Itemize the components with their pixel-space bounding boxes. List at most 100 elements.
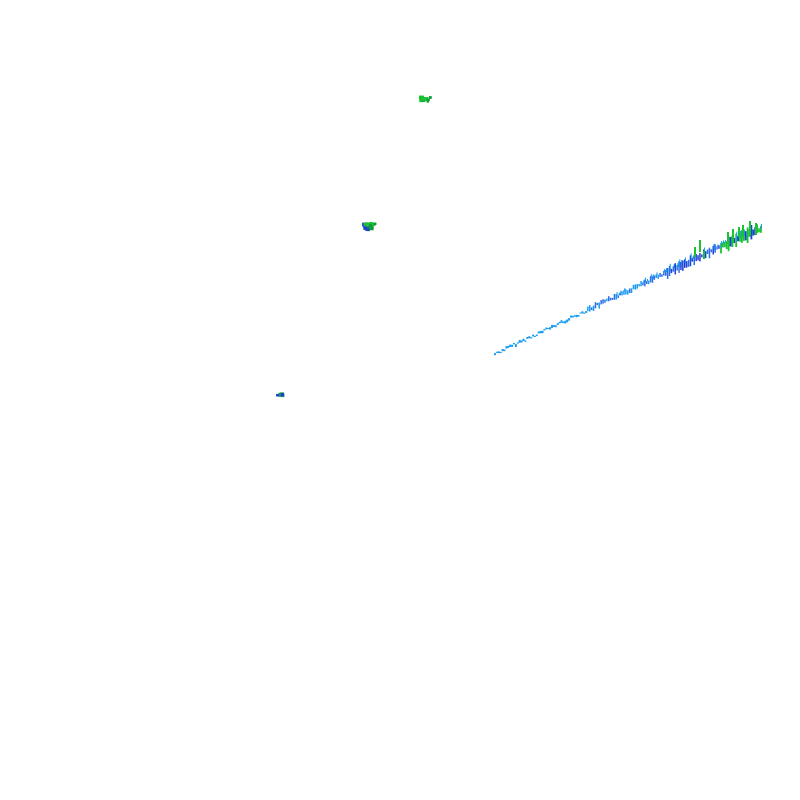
track-hit (685, 261, 688, 268)
particle-track (494, 221, 762, 356)
track-hit (649, 276, 652, 283)
track-hit (672, 266, 675, 272)
track-hit (725, 241, 728, 250)
track-hit (543, 329, 546, 331)
track-hit (735, 233, 738, 247)
track-hit (695, 254, 697, 262)
track-hit (755, 223, 757, 235)
cluster-hit (363, 222, 368, 227)
track-hit (746, 227, 749, 243)
track-hit (564, 320, 567, 324)
track-hit (592, 305, 595, 312)
track-hit (497, 351, 500, 354)
track-hit (589, 305, 591, 312)
track-hit (640, 281, 642, 287)
track-hit (684, 259, 686, 268)
cluster-hit (363, 225, 367, 230)
track-hit (634, 284, 637, 290)
track-hit (756, 224, 758, 233)
track-hit (678, 261, 680, 273)
track-hit (551, 325, 553, 328)
hit-cluster-top (419, 95, 432, 103)
track-hit (617, 295, 619, 298)
track-hit (511, 344, 514, 347)
track-hit (616, 292, 618, 296)
track-hit (606, 298, 608, 302)
cluster-hit (369, 224, 373, 227)
cluster-hit (371, 226, 374, 231)
track-hit (749, 221, 751, 235)
track-hit (636, 284, 638, 289)
track-hit (611, 297, 614, 300)
track-hit (663, 270, 665, 276)
track-hit (545, 327, 548, 330)
track-hit (752, 229, 755, 236)
track-hit (721, 241, 723, 249)
track-hit (552, 325, 555, 327)
track-hit (760, 225, 762, 233)
track-hit (499, 351, 502, 354)
track-hit (681, 260, 683, 266)
track-hit (579, 312, 582, 314)
track-hit (624, 288, 626, 292)
track-hit (623, 290, 625, 295)
track-hit (694, 247, 696, 257)
track-hit (710, 249, 713, 253)
track-hit (520, 340, 523, 343)
track-hit (608, 296, 610, 302)
track-hit (738, 227, 740, 237)
track-hit (682, 260, 684, 271)
track-hit (723, 240, 724, 244)
track-hit (703, 251, 705, 259)
track-hit (650, 274, 652, 279)
track-hit (602, 299, 604, 304)
track-hit (513, 343, 515, 345)
track-hit (676, 265, 678, 271)
track-hit (615, 294, 618, 300)
track-hit (625, 289, 627, 295)
track-hit (697, 255, 699, 261)
cluster-hit (276, 393, 280, 397)
track-hit (585, 311, 588, 313)
track-hit (547, 328, 550, 330)
track-hit (666, 268, 669, 279)
track-hit (652, 274, 654, 279)
track-hit (621, 291, 623, 296)
track-hit (744, 231, 747, 241)
track-hit (537, 331, 540, 334)
track-hit (562, 321, 565, 324)
track-hit (689, 255, 692, 267)
track-hit (560, 320, 563, 323)
track-hit (539, 331, 542, 334)
track-hit (723, 241, 726, 248)
track-hit (701, 254, 703, 258)
track-hit (645, 277, 647, 283)
track-hit (717, 244, 719, 247)
track-hit (651, 276, 654, 283)
cluster-hit (365, 227, 370, 231)
track-hit (571, 315, 574, 318)
cluster-hit (424, 97, 429, 101)
track-hit (573, 315, 576, 317)
track-hit (516, 342, 519, 344)
track-hit (638, 284, 640, 287)
track-hit (632, 284, 635, 290)
track-hit (664, 268, 666, 273)
cluster-hit (366, 225, 370, 229)
track-hit (594, 302, 597, 309)
track-hit (558, 321, 561, 324)
track-hit (581, 311, 584, 314)
track-hit (524, 340, 527, 342)
track-hit (628, 288, 631, 293)
track-hit (646, 281, 648, 284)
track-hit (577, 315, 580, 317)
track-hit (590, 307, 593, 311)
track-hit (670, 268, 673, 274)
track-hit (704, 251, 707, 259)
track-hit (644, 279, 646, 287)
track-hit (680, 262, 682, 271)
track-hit (609, 297, 612, 301)
track-hit (570, 315, 572, 318)
